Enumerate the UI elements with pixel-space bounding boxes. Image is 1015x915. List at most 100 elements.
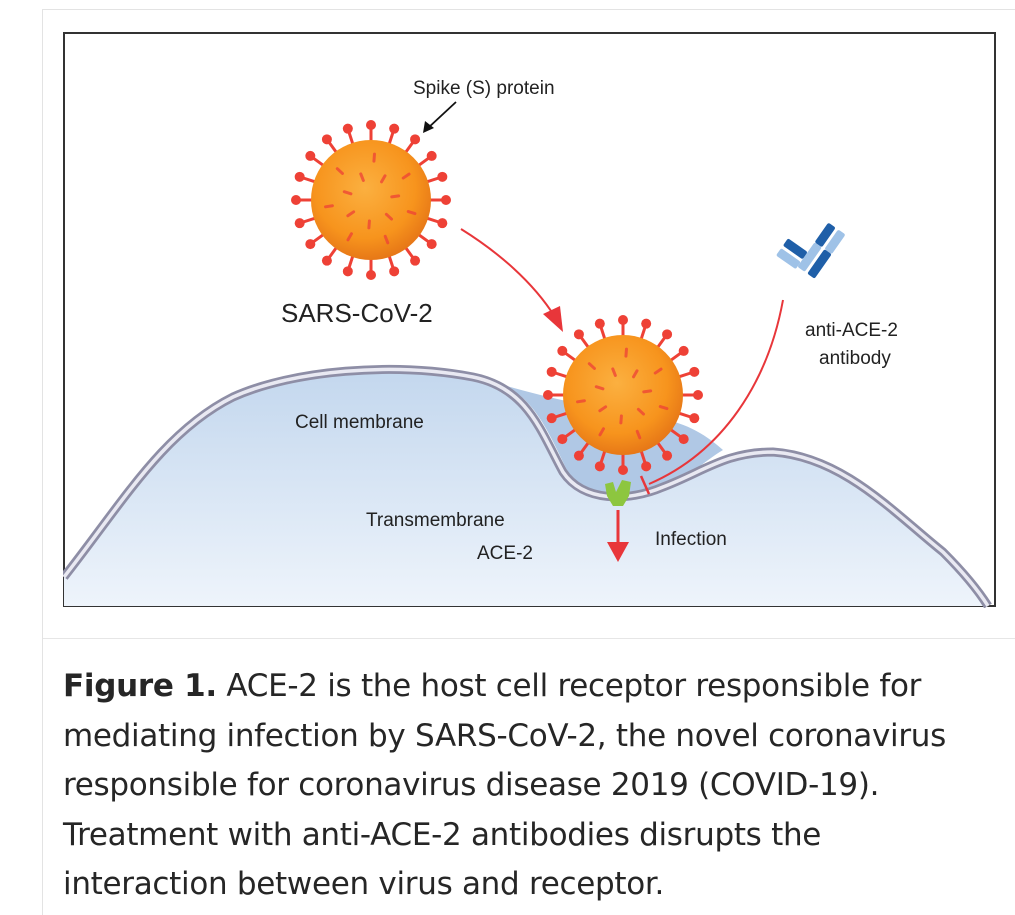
surface-spike <box>367 219 371 230</box>
spike-protein <box>573 450 584 461</box>
spike-stalk <box>579 441 591 455</box>
spike-protein <box>573 329 584 340</box>
antibody-icon <box>776 223 845 279</box>
spike-stalk <box>563 427 577 439</box>
spike-stalk <box>347 254 355 269</box>
surface-spike <box>383 234 390 245</box>
surface-spike <box>635 429 642 440</box>
cell-body <box>64 369 988 606</box>
virus-label: SARS-CoV-2 <box>281 298 433 328</box>
spike-protein <box>426 239 437 250</box>
surface-spike <box>406 210 417 216</box>
surface-spike <box>384 212 394 221</box>
surface-spike <box>636 407 646 416</box>
surface-spike <box>632 369 639 379</box>
spike-protein <box>410 255 421 266</box>
spike-protein <box>546 366 557 377</box>
spike-stalk <box>639 326 647 341</box>
spike-stalk <box>311 156 325 168</box>
spike-protein <box>294 218 305 229</box>
spike-protein <box>662 329 673 340</box>
cell-membrane-inner <box>63 367 990 607</box>
spike-protein <box>291 195 301 205</box>
spike-protein <box>678 434 689 445</box>
spike-label: Spike (S) protein <box>413 78 555 99</box>
spike-protein <box>693 390 703 400</box>
spike-pointer-arrow <box>427 101 457 129</box>
spike-stalk <box>579 335 591 349</box>
figure-card: Spike (S) protein SARS-CoV-2 Cell membra… <box>42 9 1015 915</box>
spike-stalk <box>677 371 692 379</box>
virus-envelope <box>563 335 683 455</box>
spike-pointer-arrowhead <box>423 121 434 133</box>
virus-free <box>291 120 451 280</box>
spike-stalk <box>403 246 415 260</box>
spike-protein <box>366 270 376 280</box>
spike-stalk <box>302 216 317 224</box>
spike-protein <box>410 134 421 145</box>
figure-caption: Figure 1. ACE-2 is the host cell recepto… <box>63 662 993 910</box>
spike-protein <box>389 266 400 277</box>
surface-spike <box>346 232 353 242</box>
ace2-label: ACE-2 <box>477 543 533 564</box>
surface-spike <box>598 405 608 413</box>
spike-protein <box>426 150 437 161</box>
surface-spike <box>346 210 356 218</box>
binding-arrowhead <box>543 306 563 332</box>
spike-stalk <box>554 371 569 379</box>
spike-stalk <box>655 335 667 349</box>
spike-protein <box>366 120 376 130</box>
spike-stalk <box>669 351 683 363</box>
spike-protein <box>618 315 628 325</box>
spike-protein <box>689 366 700 377</box>
spike-stalk <box>425 216 440 224</box>
surface-spike <box>658 405 669 411</box>
surface-spike <box>324 204 334 209</box>
spike-protein <box>342 123 353 134</box>
binding-arrow <box>460 228 556 318</box>
spike-protein <box>641 461 652 472</box>
spike-protein <box>437 171 448 182</box>
surface-spike <box>390 194 401 199</box>
spike-protein <box>441 195 451 205</box>
infection-arrowhead <box>607 542 629 562</box>
spike-protein <box>678 345 689 356</box>
spike-protein <box>689 413 700 424</box>
spike-stalk <box>387 131 395 146</box>
spike-stalk <box>563 351 577 363</box>
spike-stalk <box>327 246 339 260</box>
spike-stalk <box>347 131 355 146</box>
spike-protein <box>662 450 673 461</box>
spike-stalk <box>417 156 431 168</box>
surface-spike <box>624 347 628 358</box>
spike-protein <box>305 150 316 161</box>
virus-envelope <box>311 140 431 260</box>
spike-stalk <box>554 411 569 419</box>
surface-spike <box>380 174 387 184</box>
spike-protein <box>546 413 557 424</box>
spike-stalk <box>669 427 683 439</box>
spike-protein <box>618 465 628 475</box>
inhibition-bar <box>639 475 651 495</box>
spike-protein <box>543 390 553 400</box>
spike-stalk <box>311 232 325 244</box>
surface-spike <box>619 414 623 425</box>
spike-protein <box>594 461 605 472</box>
spike-stalk <box>655 441 667 455</box>
spike-protein <box>557 345 568 356</box>
spike-stalk <box>327 140 339 154</box>
transmembrane-label: Transmembrane <box>366 510 505 531</box>
spike-stalk <box>403 140 415 154</box>
spike-protein <box>641 318 652 329</box>
figure-area: Spike (S) protein SARS-CoV-2 Cell membra… <box>43 10 1015 639</box>
spike-protein <box>342 266 353 277</box>
spike-stalk <box>302 176 317 184</box>
surface-spike <box>342 190 353 196</box>
spike-stalk <box>599 326 607 341</box>
surface-spike <box>611 367 617 377</box>
surface-spike <box>653 367 663 375</box>
infection-label: Infection <box>655 529 727 550</box>
inhibition-line <box>648 299 784 485</box>
spike-protein <box>557 434 568 445</box>
spike-stalk <box>599 449 607 464</box>
